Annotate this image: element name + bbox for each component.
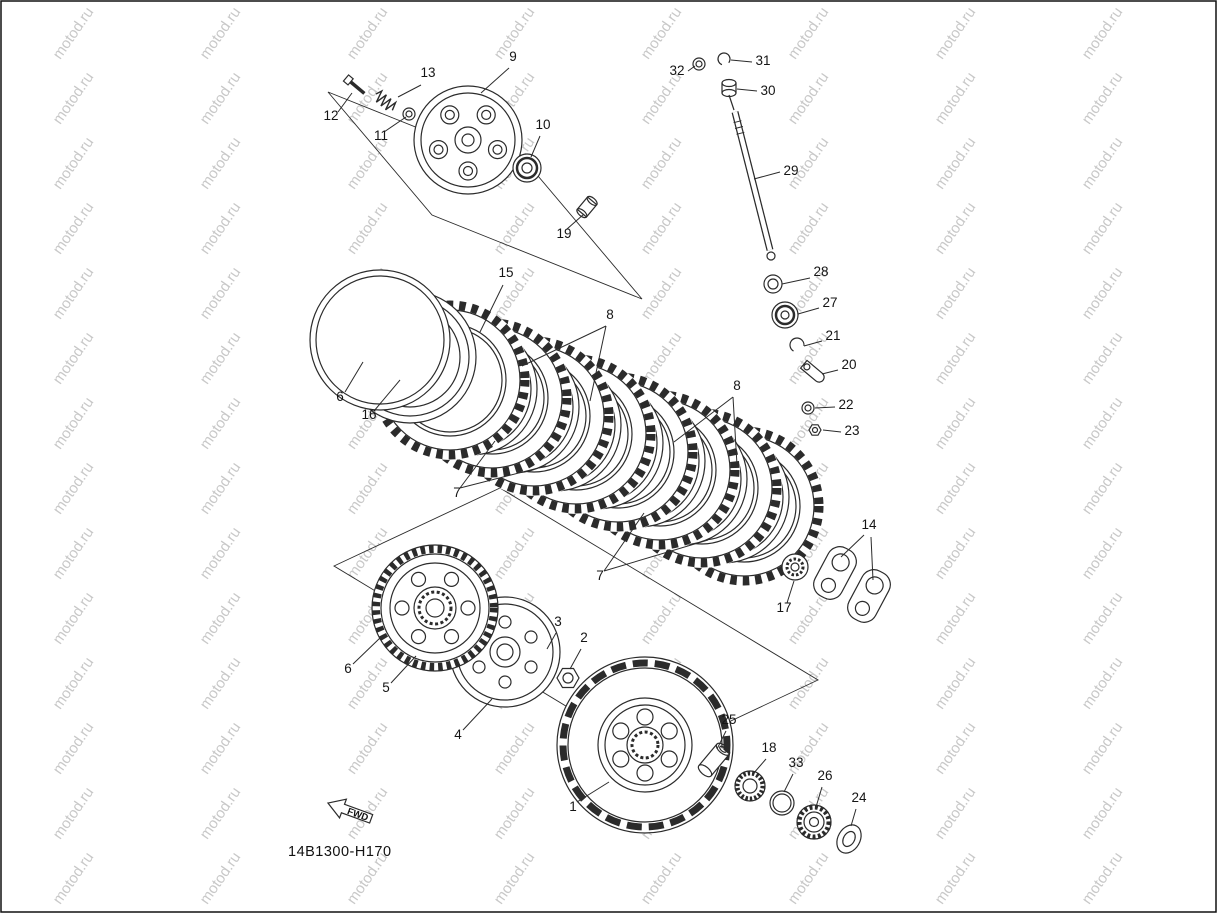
diagram-code: 14B1300-H170 (288, 844, 392, 860)
part-label-18: 18 (761, 740, 776, 755)
part-label-4: 4 (454, 727, 462, 742)
part-label-6b: 6 (344, 661, 352, 676)
rod-circlip (717, 52, 731, 66)
part-label-21: 21 (825, 328, 840, 343)
part-label-28: 28 (813, 264, 828, 279)
part-label-33: 33 (788, 755, 803, 770)
part-label-25: 25 (721, 712, 736, 727)
clutch-plate-stack (309, 269, 824, 586)
lock-washer (836, 824, 862, 854)
pushrod-piece (576, 195, 598, 219)
spacer-collar (697, 742, 731, 778)
clutch-spring (375, 89, 398, 111)
part-label-5: 5 (382, 680, 390, 695)
bearing (771, 301, 799, 329)
part-label-9: 9 (509, 49, 517, 64)
lock-nut (556, 667, 580, 689)
bolt (342, 74, 366, 95)
part-label-29: 29 (783, 163, 798, 178)
drive-gear (796, 804, 832, 840)
part-label-15: 15 (498, 265, 513, 280)
part-label-10: 10 (535, 117, 550, 132)
part-label-22: 22 (838, 397, 853, 412)
fwd-arrow: FWD (326, 798, 374, 824)
rod-end-bearing (763, 274, 783, 294)
part-label-17: 17 (776, 600, 791, 615)
retainer-plate (813, 546, 857, 600)
spring-seat (781, 553, 809, 581)
part-label-1: 1 (569, 799, 577, 814)
part-label-23: 23 (844, 423, 859, 438)
needle-bearing (734, 770, 766, 802)
part-label-19: 19 (556, 226, 571, 241)
clutch-boss (371, 544, 499, 672)
part-label-20: 20 (841, 357, 856, 372)
part-label-30: 30 (760, 83, 775, 98)
lever-washer (801, 401, 815, 415)
part-label-7b: 7 (596, 568, 604, 583)
part-label-31: 31 (755, 53, 770, 68)
clutch-housing (556, 656, 734, 834)
part-label-13: 13 (420, 65, 435, 80)
part-label-14: 14 (861, 517, 877, 532)
part-label-24: 24 (851, 790, 867, 805)
part-label-27: 27 (822, 295, 837, 310)
part-label-2: 2 (580, 630, 588, 645)
part-label-26: 26 (817, 768, 832, 783)
part-labels: 12 13 11 9 10 19 32 31 30 29 28 27 21 20… (323, 49, 877, 814)
retaining-clip (789, 337, 805, 353)
retainer-plate (847, 569, 891, 623)
leader-lines (337, 59, 874, 827)
pressure-plate (413, 85, 523, 195)
rod-connector-line (728, 94, 735, 111)
part-label-7: 7 (453, 485, 461, 500)
release-bearing (512, 153, 542, 183)
part-label-11: 11 (374, 128, 388, 143)
part-label-12: 12 (323, 108, 338, 123)
part-label-8: 8 (606, 307, 614, 322)
part-label-3: 3 (554, 614, 562, 629)
part-label-16: 16 (361, 407, 376, 422)
lever-nut (808, 424, 822, 436)
o-ring (769, 790, 795, 816)
rod-washer (692, 57, 706, 71)
pull-lever (799, 359, 825, 383)
wire-ring (309, 269, 451, 411)
part-label-6: 6 (336, 389, 344, 404)
part-label-8b: 8 (733, 378, 741, 393)
pull-rod (731, 111, 776, 261)
diagram-artwork: FWD (309, 52, 891, 854)
part-label-32: 32 (669, 63, 684, 78)
